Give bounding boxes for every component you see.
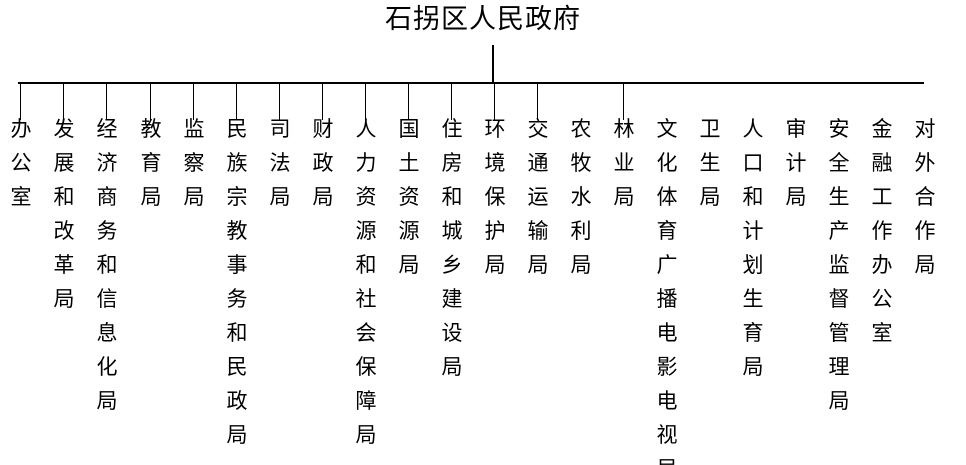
connector-line bbox=[537, 83, 538, 120]
department-node[interactable]: 国土资源局 bbox=[394, 112, 424, 282]
department-node[interactable]: 人口和计划生育局 bbox=[738, 112, 768, 384]
department-node[interactable]: 文化体育广播电影电视局 bbox=[652, 112, 682, 465]
department-label: 卫生局 bbox=[699, 117, 721, 209]
department-label: 经济商务和信息化局 bbox=[96, 117, 118, 413]
department-node[interactable]: 司法局 bbox=[265, 112, 295, 214]
connector-line bbox=[408, 83, 409, 120]
department-label: 人力资源和社会保障局 bbox=[355, 117, 377, 447]
department-node[interactable]: 住房和城乡建设局 bbox=[437, 112, 467, 384]
department-label: 人口和计划生育局 bbox=[742, 117, 764, 379]
connector-line bbox=[106, 83, 107, 120]
connector-line bbox=[494, 83, 495, 120]
department-label: 财政局 bbox=[312, 117, 334, 209]
department-node[interactable]: 交通运输局 bbox=[523, 112, 553, 282]
department-label: 文化体育广播电影电视局 bbox=[656, 117, 678, 465]
department-label: 发展和改革局 bbox=[53, 117, 75, 311]
department-node[interactable]: 卫生局 bbox=[695, 112, 725, 214]
department-node[interactable]: 办公室 bbox=[6, 112, 36, 214]
department-node[interactable]: 农牧水利局 bbox=[566, 112, 596, 282]
department-label: 国土资源局 bbox=[398, 117, 420, 277]
connector-line bbox=[63, 83, 64, 120]
department-label: 安全生产监督管理局 bbox=[828, 117, 850, 413]
department-node[interactable]: 民族宗教事务和民政局 bbox=[222, 112, 252, 452]
department-node[interactable]: 环境保护局 bbox=[480, 112, 510, 282]
department-node[interactable]: 审计局 bbox=[781, 112, 811, 214]
connector-line bbox=[236, 83, 237, 120]
connector-line bbox=[150, 83, 151, 120]
department-label: 环境保护局 bbox=[484, 117, 506, 277]
connector-line bbox=[623, 83, 624, 120]
connector-line bbox=[365, 83, 366, 120]
department-label: 住房和城乡建设局 bbox=[441, 117, 463, 379]
connector-line bbox=[451, 83, 452, 120]
department-node[interactable]: 财政局 bbox=[308, 112, 338, 214]
department-label: 对外合作局 bbox=[914, 117, 936, 277]
department-node[interactable]: 教育局 bbox=[136, 112, 166, 214]
department-label: 交通运输局 bbox=[527, 117, 549, 277]
connector-line bbox=[193, 83, 194, 120]
page-title: 石拐区人民政府 bbox=[385, 4, 581, 35]
department-label: 林业局 bbox=[613, 117, 635, 209]
department-label: 金融工作办公室 bbox=[871, 117, 893, 345]
department-label: 审计局 bbox=[785, 117, 807, 209]
connector-line bbox=[279, 83, 280, 120]
root-trunk-connector bbox=[492, 45, 494, 83]
department-node[interactable]: 对外合作局 bbox=[910, 112, 940, 282]
department-label: 司法局 bbox=[269, 117, 291, 209]
department-node[interactable]: 发展和改革局 bbox=[49, 112, 79, 316]
department-label: 教育局 bbox=[140, 117, 162, 209]
department-node[interactable]: 安全生产监督管理局 bbox=[824, 112, 854, 418]
department-node[interactable]: 人力资源和社会保障局 bbox=[351, 112, 381, 452]
department-node[interactable]: 监察局 bbox=[179, 112, 209, 214]
department-node[interactable]: 林业局 bbox=[609, 112, 639, 214]
department-label: 办公室 bbox=[10, 117, 32, 209]
department-node[interactable]: 金融工作办公室 bbox=[867, 112, 897, 350]
department-label: 农牧水利局 bbox=[570, 117, 592, 277]
department-node[interactable]: 经济商务和信息化局 bbox=[92, 112, 122, 418]
connector-line bbox=[322, 83, 323, 120]
department-label: 监察局 bbox=[183, 117, 205, 209]
horizontal-bus-connector bbox=[18, 82, 924, 84]
connector-line bbox=[20, 83, 21, 120]
department-label: 民族宗教事务和民政局 bbox=[226, 117, 248, 447]
